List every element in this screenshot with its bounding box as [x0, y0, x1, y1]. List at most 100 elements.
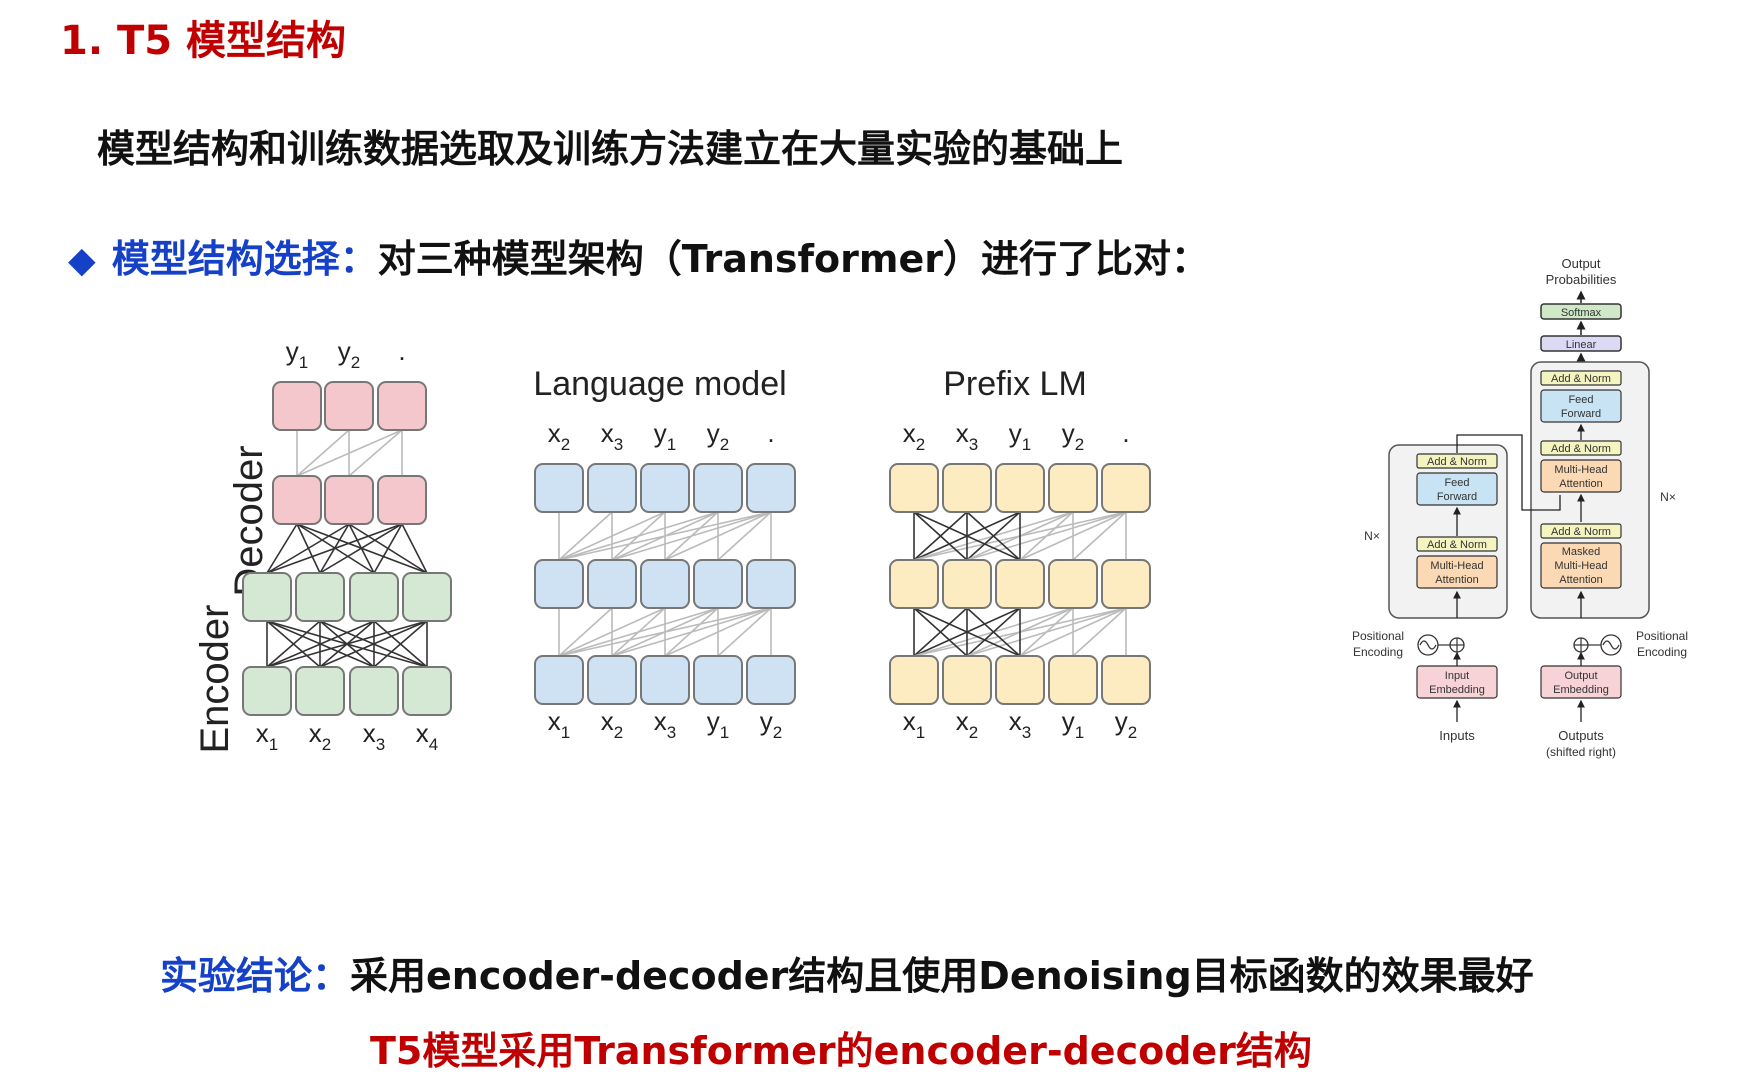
- encoder-node: [402, 572, 452, 622]
- dec-ff-2: Forward: [1561, 408, 1601, 420]
- softmax-label: Softmax: [1561, 307, 1602, 319]
- decoder-output-token: y2: [338, 336, 360, 372]
- encoder-node: [242, 666, 292, 716]
- transformer-diagram: Output Probabilities Softmax Linear Add …: [1352, 256, 1688, 759]
- connection-line: [1072, 511, 1127, 561]
- token-node: [1048, 655, 1098, 705]
- output-probabilities-line2: Probabilities: [1546, 272, 1617, 287]
- encoder-node: [295, 666, 345, 716]
- token-node: [587, 559, 637, 609]
- connection-line: [611, 511, 666, 561]
- decoder-output-token-symbol: y: [286, 336, 299, 366]
- token-node: [889, 463, 939, 513]
- decoder-output-token: y1: [286, 336, 308, 372]
- enc-positional-line2: Encoding: [1353, 645, 1403, 659]
- output-token: y2: [1062, 418, 1084, 454]
- output-token: .: [1122, 418, 1129, 448]
- linear-label: Linear: [1566, 339, 1597, 351]
- input-token-subscript: 2: [614, 723, 623, 742]
- enc-addnorm-2: Add & Norm: [1427, 456, 1487, 468]
- dec-addnorm-2: Add & Norm: [1551, 443, 1611, 455]
- connection-line: [1072, 607, 1127, 657]
- input-token-subscript: 1: [561, 723, 570, 742]
- enc-mha-2: Attention: [1435, 574, 1478, 586]
- encoder-node: [402, 666, 452, 716]
- output-token-symbol: y: [707, 418, 720, 448]
- enc-mha-1: Multi-Head: [1430, 560, 1483, 572]
- bullet-row: ◆模型结构选择：对三种模型架构（Transformer）进行了比对：: [68, 228, 1209, 283]
- final-statement: T5模型采用Transformer的encoder-decoder结构: [370, 1029, 1312, 1073]
- encoder-input-token-subscript: 4: [429, 735, 438, 754]
- decoder-node: [377, 381, 427, 431]
- input-token: x2: [601, 706, 623, 742]
- encoder-label: Encoder: [193, 605, 237, 754]
- input-token: x3: [654, 706, 676, 742]
- input-token-symbol: x: [903, 706, 916, 736]
- dec-mha-2: Attention: [1559, 478, 1602, 490]
- token-node: [746, 559, 796, 609]
- input-token: x1: [903, 706, 925, 742]
- token-node: [1101, 559, 1151, 609]
- input-token: y1: [1062, 706, 1084, 742]
- decoder-output-token-symbol: .: [398, 336, 405, 366]
- output-token: x2: [548, 418, 570, 454]
- connection-line: [966, 607, 1021, 657]
- output-token-subscript: 2: [561, 435, 570, 454]
- encoder-stack: [1388, 444, 1508, 619]
- token-node: [746, 463, 796, 513]
- output-token-symbol: y: [1062, 418, 1075, 448]
- token-node: [693, 655, 743, 705]
- input-token-symbol: y: [760, 706, 773, 736]
- enc-nx-label: N×: [1364, 529, 1380, 543]
- subtitle: 模型结构和训练数据选取及训练方法建立在大量实验的基础上: [97, 127, 1124, 171]
- input-token: y1: [707, 706, 729, 742]
- connection-line: [913, 511, 968, 561]
- connection-line: [296, 429, 350, 477]
- encoder-input-token-symbol: x: [363, 718, 376, 748]
- enc-positional-line1: Positional: [1352, 629, 1404, 643]
- connection-line: [401, 523, 428, 574]
- output-token-subscript: 2: [916, 435, 925, 454]
- output-token-subscript: 3: [614, 435, 623, 454]
- token-node: [640, 655, 690, 705]
- token-node: [534, 463, 584, 513]
- softmax-block: [1540, 303, 1622, 320]
- connection-line: [266, 620, 321, 668]
- token-node: [693, 463, 743, 513]
- output-token-subscript: 1: [667, 435, 676, 454]
- decoder-node: [324, 381, 374, 431]
- connection-line: [266, 620, 375, 668]
- connection-line: [296, 523, 321, 574]
- decoder-label: Decoder: [227, 445, 271, 596]
- token-node: [1048, 463, 1098, 513]
- input-token-symbol: y: [707, 706, 720, 736]
- conclusion: 实验结论：采用encoder-decoder结构且使用Denoising目标函数…: [160, 945, 1534, 1000]
- decoder-output-token-subscript: 2: [351, 353, 360, 372]
- dec-masked-3: Attention: [1559, 574, 1602, 586]
- token-node: [587, 655, 637, 705]
- dec-nx-label: N×: [1660, 490, 1676, 504]
- input-token-subscript: 1: [916, 723, 925, 742]
- connection-line: [296, 523, 375, 574]
- dec-positional-line2: Encoding: [1637, 645, 1687, 659]
- connection-line: [1019, 511, 1074, 561]
- encoder-input-token-subscript: 2: [322, 735, 331, 754]
- token-node: [995, 559, 1045, 609]
- output-token-symbol: x: [548, 418, 561, 448]
- inputs-label: Inputs: [1439, 728, 1475, 743]
- enc-ff-1: Feed: [1444, 477, 1469, 489]
- token-node: [942, 559, 992, 609]
- bullet-text: 对三种模型架构（Transformer）进行了比对：: [377, 237, 1209, 281]
- input-token-symbol: x: [956, 706, 969, 736]
- token-node: [534, 655, 584, 705]
- output-token-symbol: x: [903, 418, 916, 448]
- encoder-input-token-symbol: x: [309, 718, 322, 748]
- bullet-label: 模型结构选择：: [111, 237, 378, 281]
- decoder-output-token: .: [398, 336, 405, 366]
- connection-line: [1019, 607, 1074, 657]
- input-token-subscript: 2: [773, 723, 782, 742]
- output-token-symbol: x: [956, 418, 969, 448]
- output-token-symbol: .: [1122, 418, 1129, 448]
